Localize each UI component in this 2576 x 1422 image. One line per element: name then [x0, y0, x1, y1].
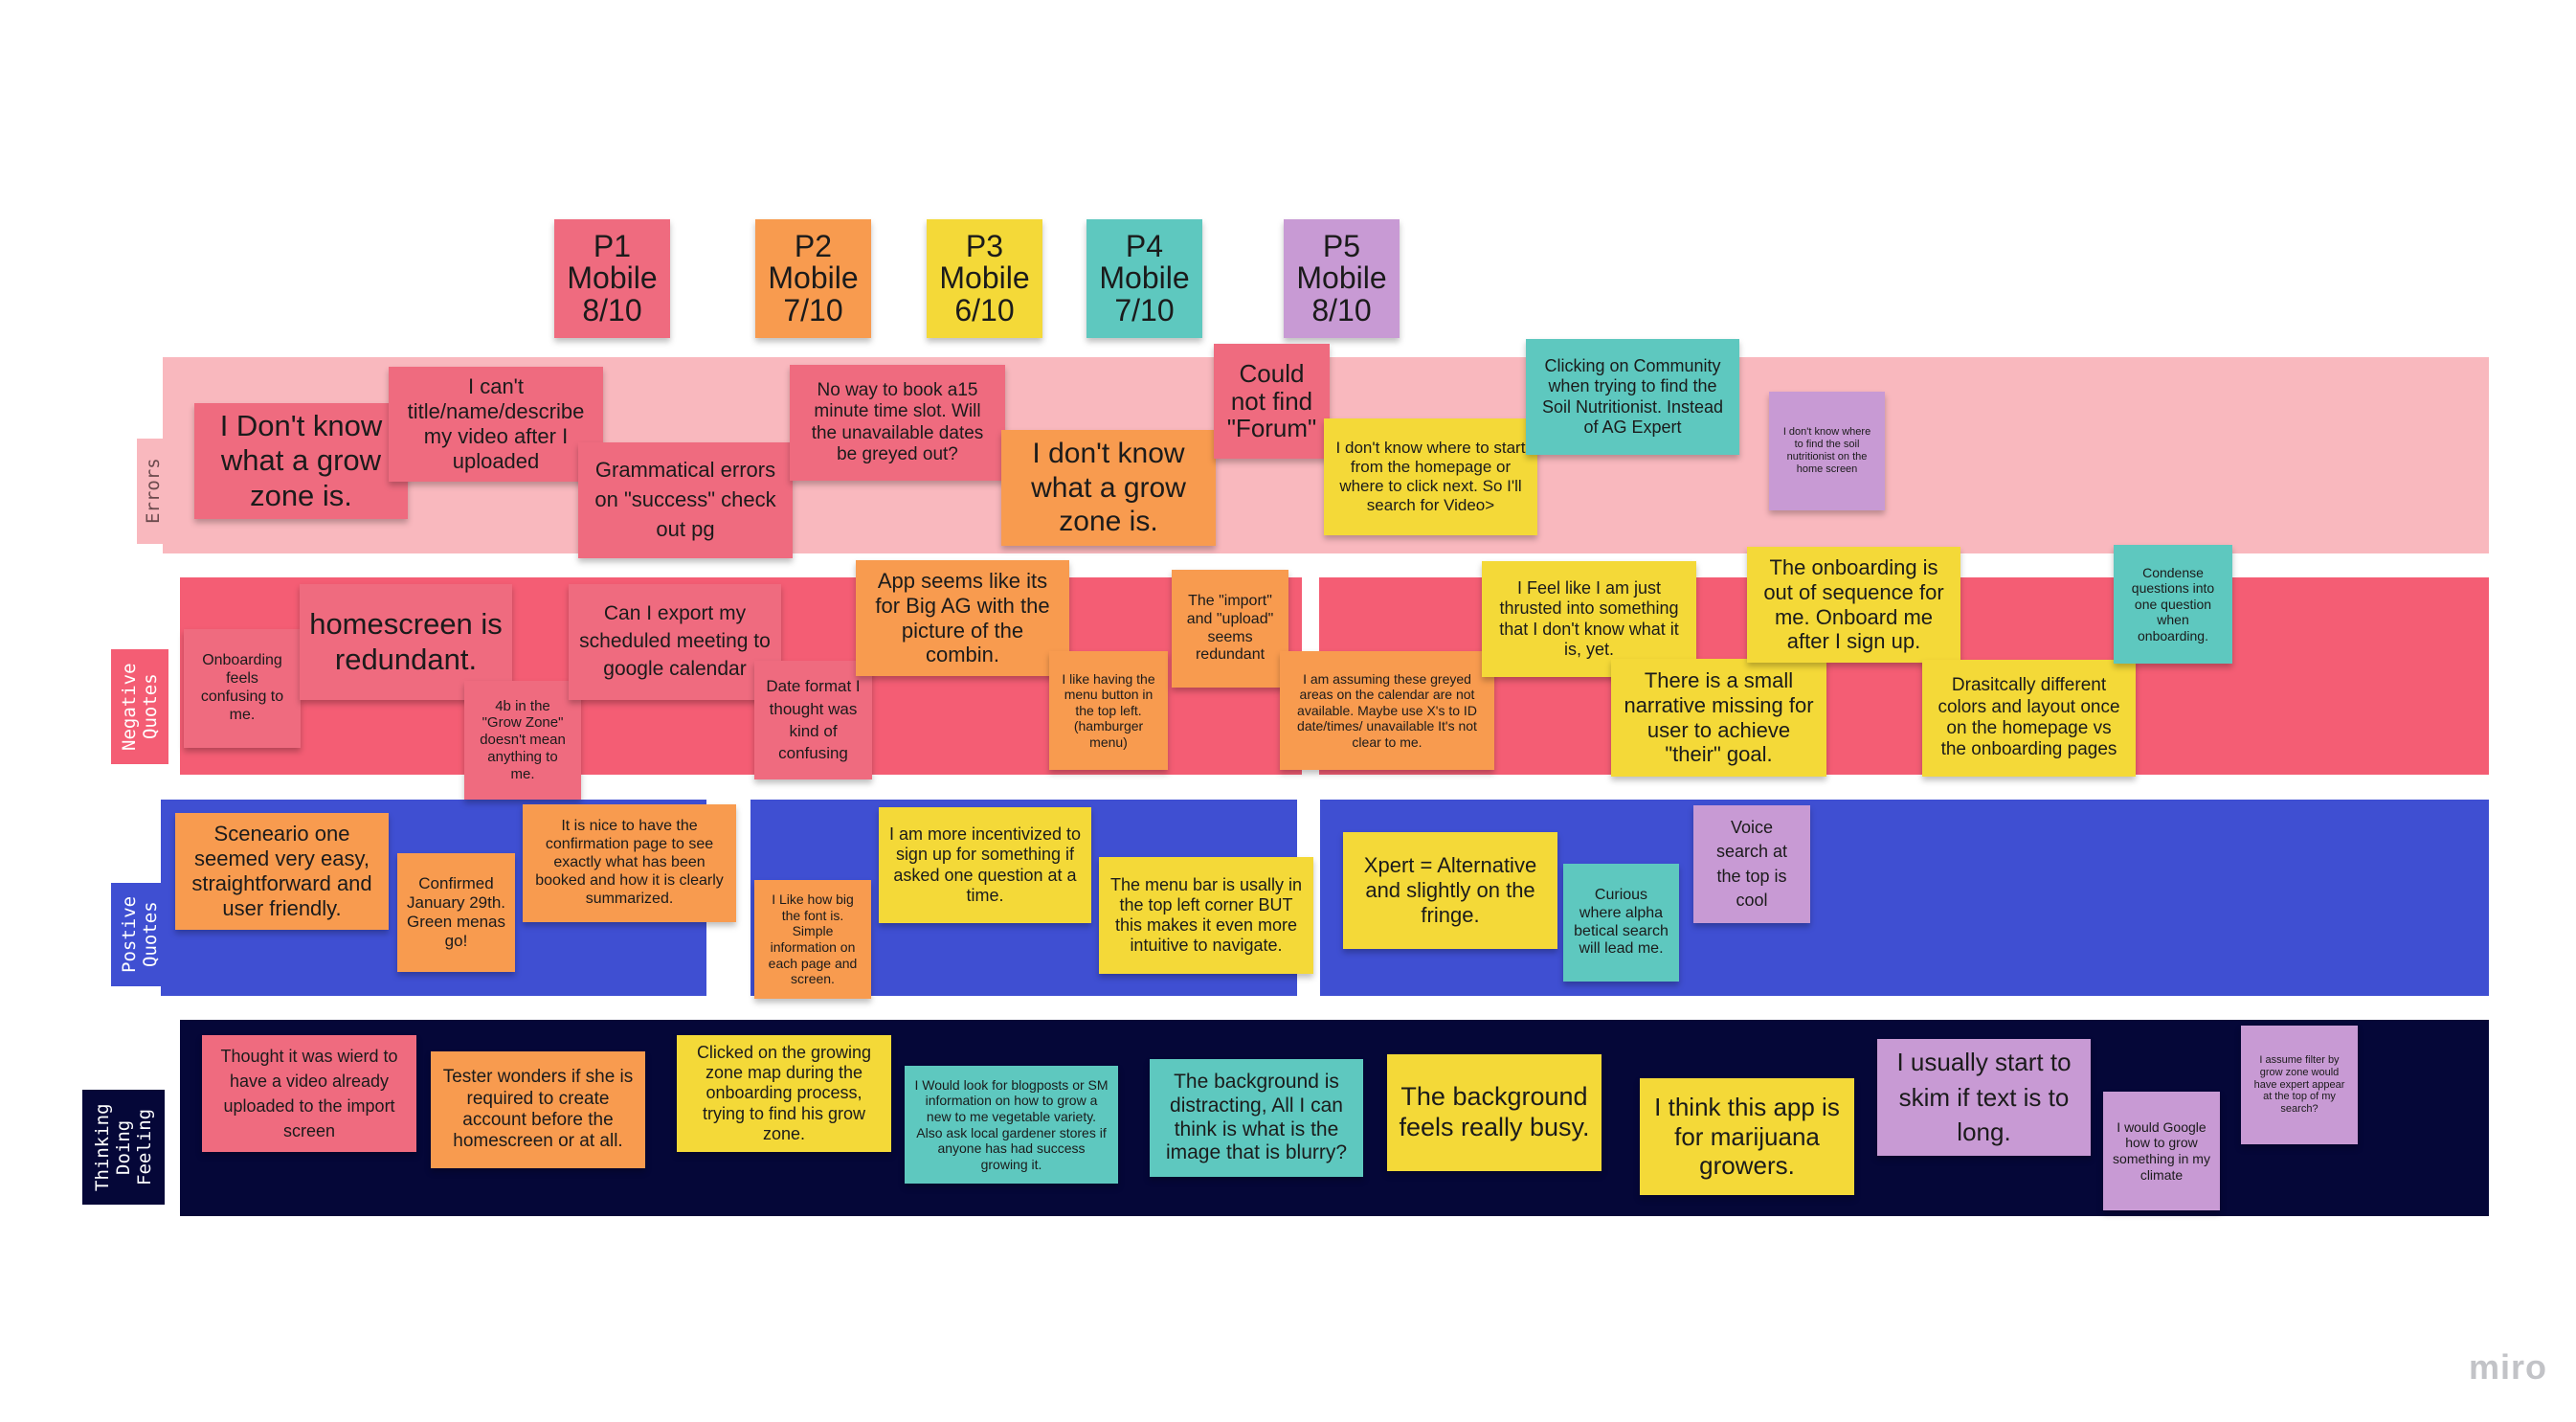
sticky-note[interactable]: Drasitcally different colors and layout … — [1922, 660, 2136, 777]
sticky-note[interactable]: Can I export my scheduled meeting to goo… — [569, 584, 781, 700]
sticky-note[interactable]: I Like how big the font is. Simple infor… — [754, 880, 871, 999]
sticky-note[interactable]: The menu bar is usally in the top left c… — [1099, 857, 1313, 974]
sticky-note[interactable]: Xpert = Alternative and slightly on the … — [1343, 832, 1557, 949]
miro-logo: miro — [2468, 1347, 2547, 1387]
sticky-note[interactable]: I usually start to skim if text is to lo… — [1877, 1039, 2091, 1156]
participant-p3-header[interactable]: P3 Mobile 6/10 — [927, 219, 1042, 338]
sticky-note[interactable]: Clicked on the growing zone map during t… — [677, 1035, 891, 1152]
sticky-note[interactable]: I don't know where to start from the hom… — [1324, 418, 1537, 535]
sticky-note[interactable]: I like having the menu button in the top… — [1049, 651, 1168, 770]
participant-device: Mobile — [1099, 260, 1190, 296]
sticky-note[interactable]: Grammatical errors on "success" check ou… — [578, 442, 793, 558]
sticky-note[interactable]: App seems like its for Big AG with the p… — [856, 560, 1069, 676]
participant-device: Mobile — [768, 260, 859, 296]
sticky-note[interactable]: 4b in the "Grow Zone" doesn't mean anyth… — [464, 681, 581, 800]
negative-band-label: Negative Quotes — [111, 649, 168, 764]
sticky-note[interactable]: The background is distracting, All I can… — [1150, 1059, 1363, 1177]
participant-device: Mobile — [1296, 260, 1387, 296]
sticky-note[interactable]: Curious where alpha betical search will … — [1563, 864, 1679, 982]
sticky-note[interactable]: I Would look for blogposts or SM informa… — [905, 1066, 1118, 1184]
sticky-note[interactable]: The background feels really busy. — [1387, 1054, 1602, 1171]
sticky-note[interactable]: Onboarding feels confusing to me. — [184, 629, 301, 748]
sticky-note[interactable]: homescreen is redundant. — [300, 584, 512, 700]
participant-id: P3 — [965, 228, 1004, 263]
sticky-note[interactable]: I would Google how to grow something in … — [2103, 1092, 2220, 1210]
sticky-note[interactable]: Condense questions into one question whe… — [2114, 545, 2232, 664]
sticky-note[interactable]: I Feel like I am just thrusted into some… — [1482, 561, 1696, 677]
sticky-note[interactable]: I am more incentivized to sign up for so… — [879, 807, 1091, 923]
sticky-note[interactable]: There is a small narrative missing for u… — [1611, 659, 1826, 777]
participant-device: Mobile — [567, 260, 658, 296]
sticky-note[interactable]: I think this app is for marijuana grower… — [1640, 1078, 1854, 1195]
sticky-note[interactable]: No way to book a15 minute time slot. Wil… — [790, 365, 1005, 481]
thinking-band-label: Thinking Doing Feeling — [82, 1090, 165, 1205]
participant-p2-header[interactable]: P2 Mobile 7/10 — [755, 219, 871, 338]
sticky-note[interactable]: The onboarding is out of sequence for me… — [1747, 547, 1960, 663]
participant-id: P5 — [1322, 228, 1361, 263]
sticky-note[interactable]: Could not find "Forum" — [1214, 344, 1330, 459]
sticky-note[interactable]: Date format I thought was kind of confus… — [754, 661, 872, 779]
participant-id: P4 — [1125, 228, 1164, 263]
errors-band-label: Errors — [137, 439, 169, 544]
participant-device: Mobile — [939, 260, 1030, 296]
sticky-note[interactable]: The "import" and "upload" seems redundan… — [1172, 570, 1288, 688]
participant-date: 8/10 — [1311, 292, 1372, 327]
sticky-note[interactable]: Confirmed January 29th. Green menas go! — [397, 853, 515, 972]
sticky-note[interactable]: Voice search at the top is cool — [1693, 805, 1810, 923]
sticky-note[interactable]: It is nice to have the confirmation page… — [523, 804, 736, 922]
positive-band-label: Postive Quotes — [111, 883, 168, 986]
sticky-note[interactable]: Sceneario one seemed very easy, straight… — [175, 813, 389, 930]
participant-p4-header[interactable]: P4 Mobile 7/10 — [1086, 219, 1202, 338]
participant-id: P1 — [593, 228, 632, 263]
participant-date: 7/10 — [1114, 292, 1175, 327]
participant-p1-header[interactable]: P1 Mobile 8/10 — [554, 219, 670, 338]
sticky-note[interactable]: I am assuming these greyed areas on the … — [1280, 651, 1494, 770]
sticky-note[interactable]: I don't know what a grow zone is. — [1001, 430, 1216, 546]
sticky-note[interactable]: I can't title/name/describe my video aft… — [389, 367, 603, 482]
participant-date: 6/10 — [954, 292, 1015, 327]
sticky-note[interactable]: I assume filter by grow zone would have … — [2241, 1026, 2358, 1144]
sticky-note[interactable]: Thought it was wierd to have a video alr… — [202, 1035, 416, 1152]
participant-date: 8/10 — [582, 292, 642, 327]
sticky-note[interactable]: Tester wonders if she is required to cre… — [431, 1051, 645, 1168]
sticky-note[interactable]: Clicking on Community when trying to fin… — [1526, 339, 1739, 455]
sticky-note[interactable]: I don't know where to find the soil nutr… — [1769, 392, 1885, 510]
participant-p5-header[interactable]: P5 Mobile 8/10 — [1284, 219, 1400, 338]
participant-id: P2 — [794, 228, 833, 263]
participant-date: 7/10 — [783, 292, 843, 327]
sticky-note[interactable]: I Don't know what a grow zone is. — [194, 403, 408, 519]
